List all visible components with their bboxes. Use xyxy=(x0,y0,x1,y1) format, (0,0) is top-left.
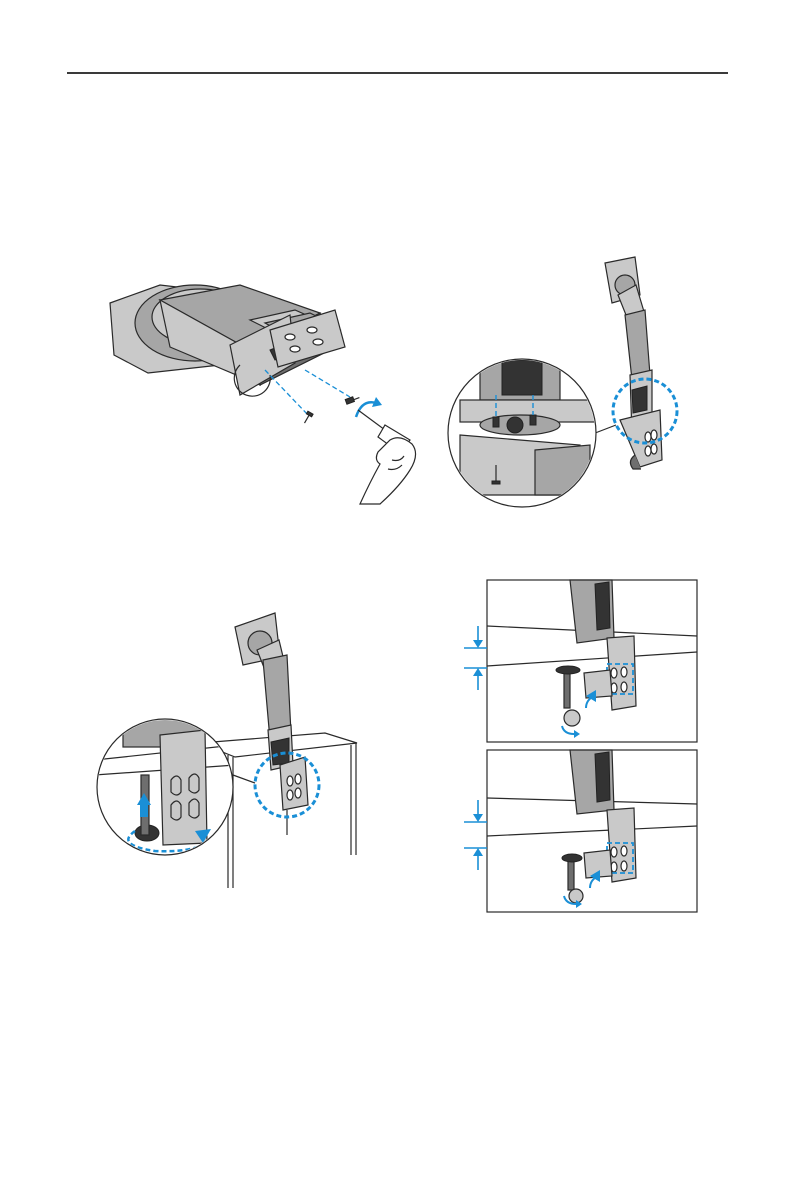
figure-clamp-desk xyxy=(95,605,370,890)
figure-arm-clamp-inset xyxy=(440,255,700,510)
header-rule xyxy=(67,72,728,74)
panel-bottom xyxy=(464,750,697,912)
figure-adjust-clamp-thickness xyxy=(462,578,702,918)
panel-top xyxy=(464,580,697,742)
figure-stand-base-screws xyxy=(100,255,430,505)
